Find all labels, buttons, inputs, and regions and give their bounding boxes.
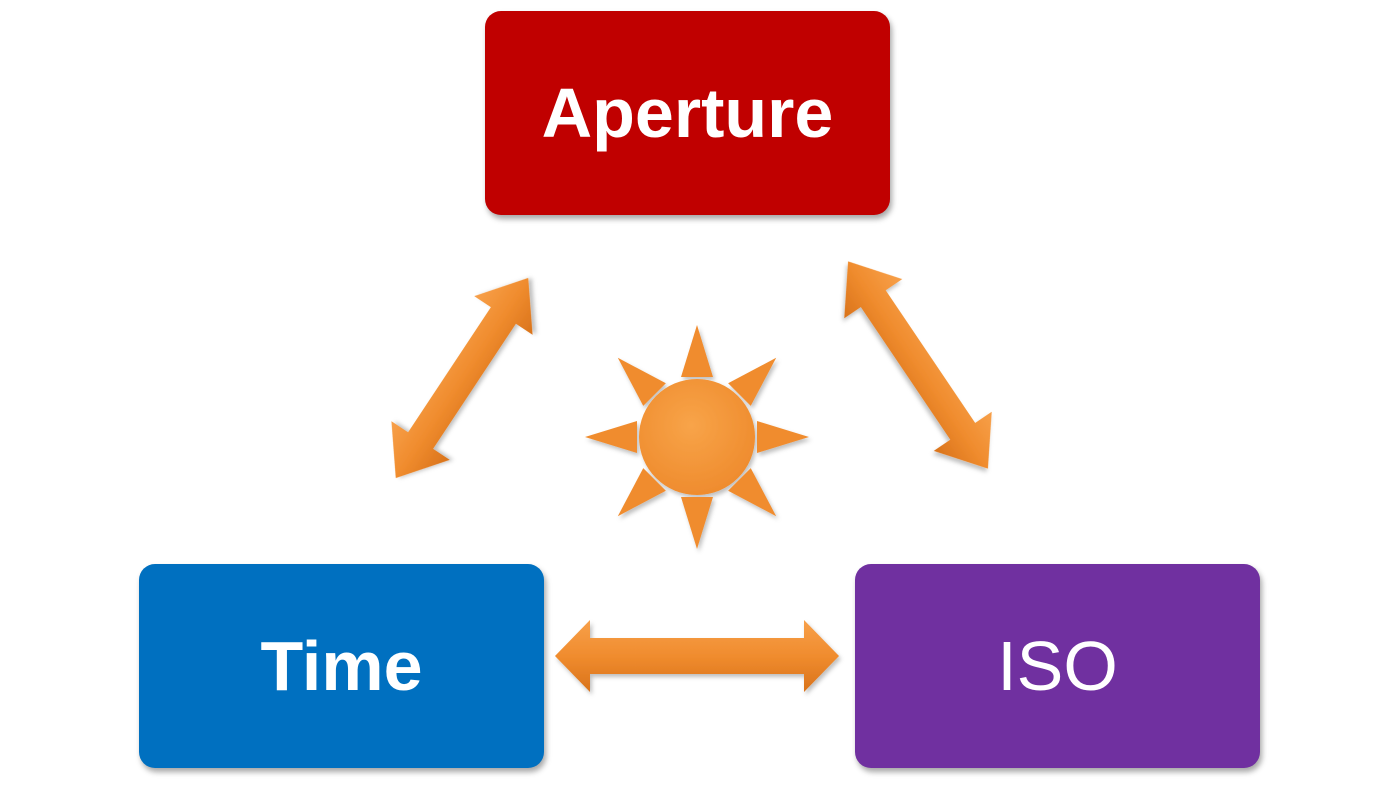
sun-icon bbox=[585, 325, 809, 549]
arrow-aperture-iso bbox=[844, 261, 992, 469]
aperture-label: Aperture bbox=[541, 74, 834, 152]
iso-node: ISO bbox=[855, 564, 1260, 768]
time-node: Time bbox=[139, 564, 544, 768]
iso-label: ISO bbox=[997, 627, 1118, 705]
aperture-node: Aperture bbox=[485, 11, 890, 215]
arrow-time-aperture bbox=[391, 277, 533, 479]
time-label: Time bbox=[260, 627, 423, 705]
arrow-time-iso bbox=[555, 620, 839, 692]
